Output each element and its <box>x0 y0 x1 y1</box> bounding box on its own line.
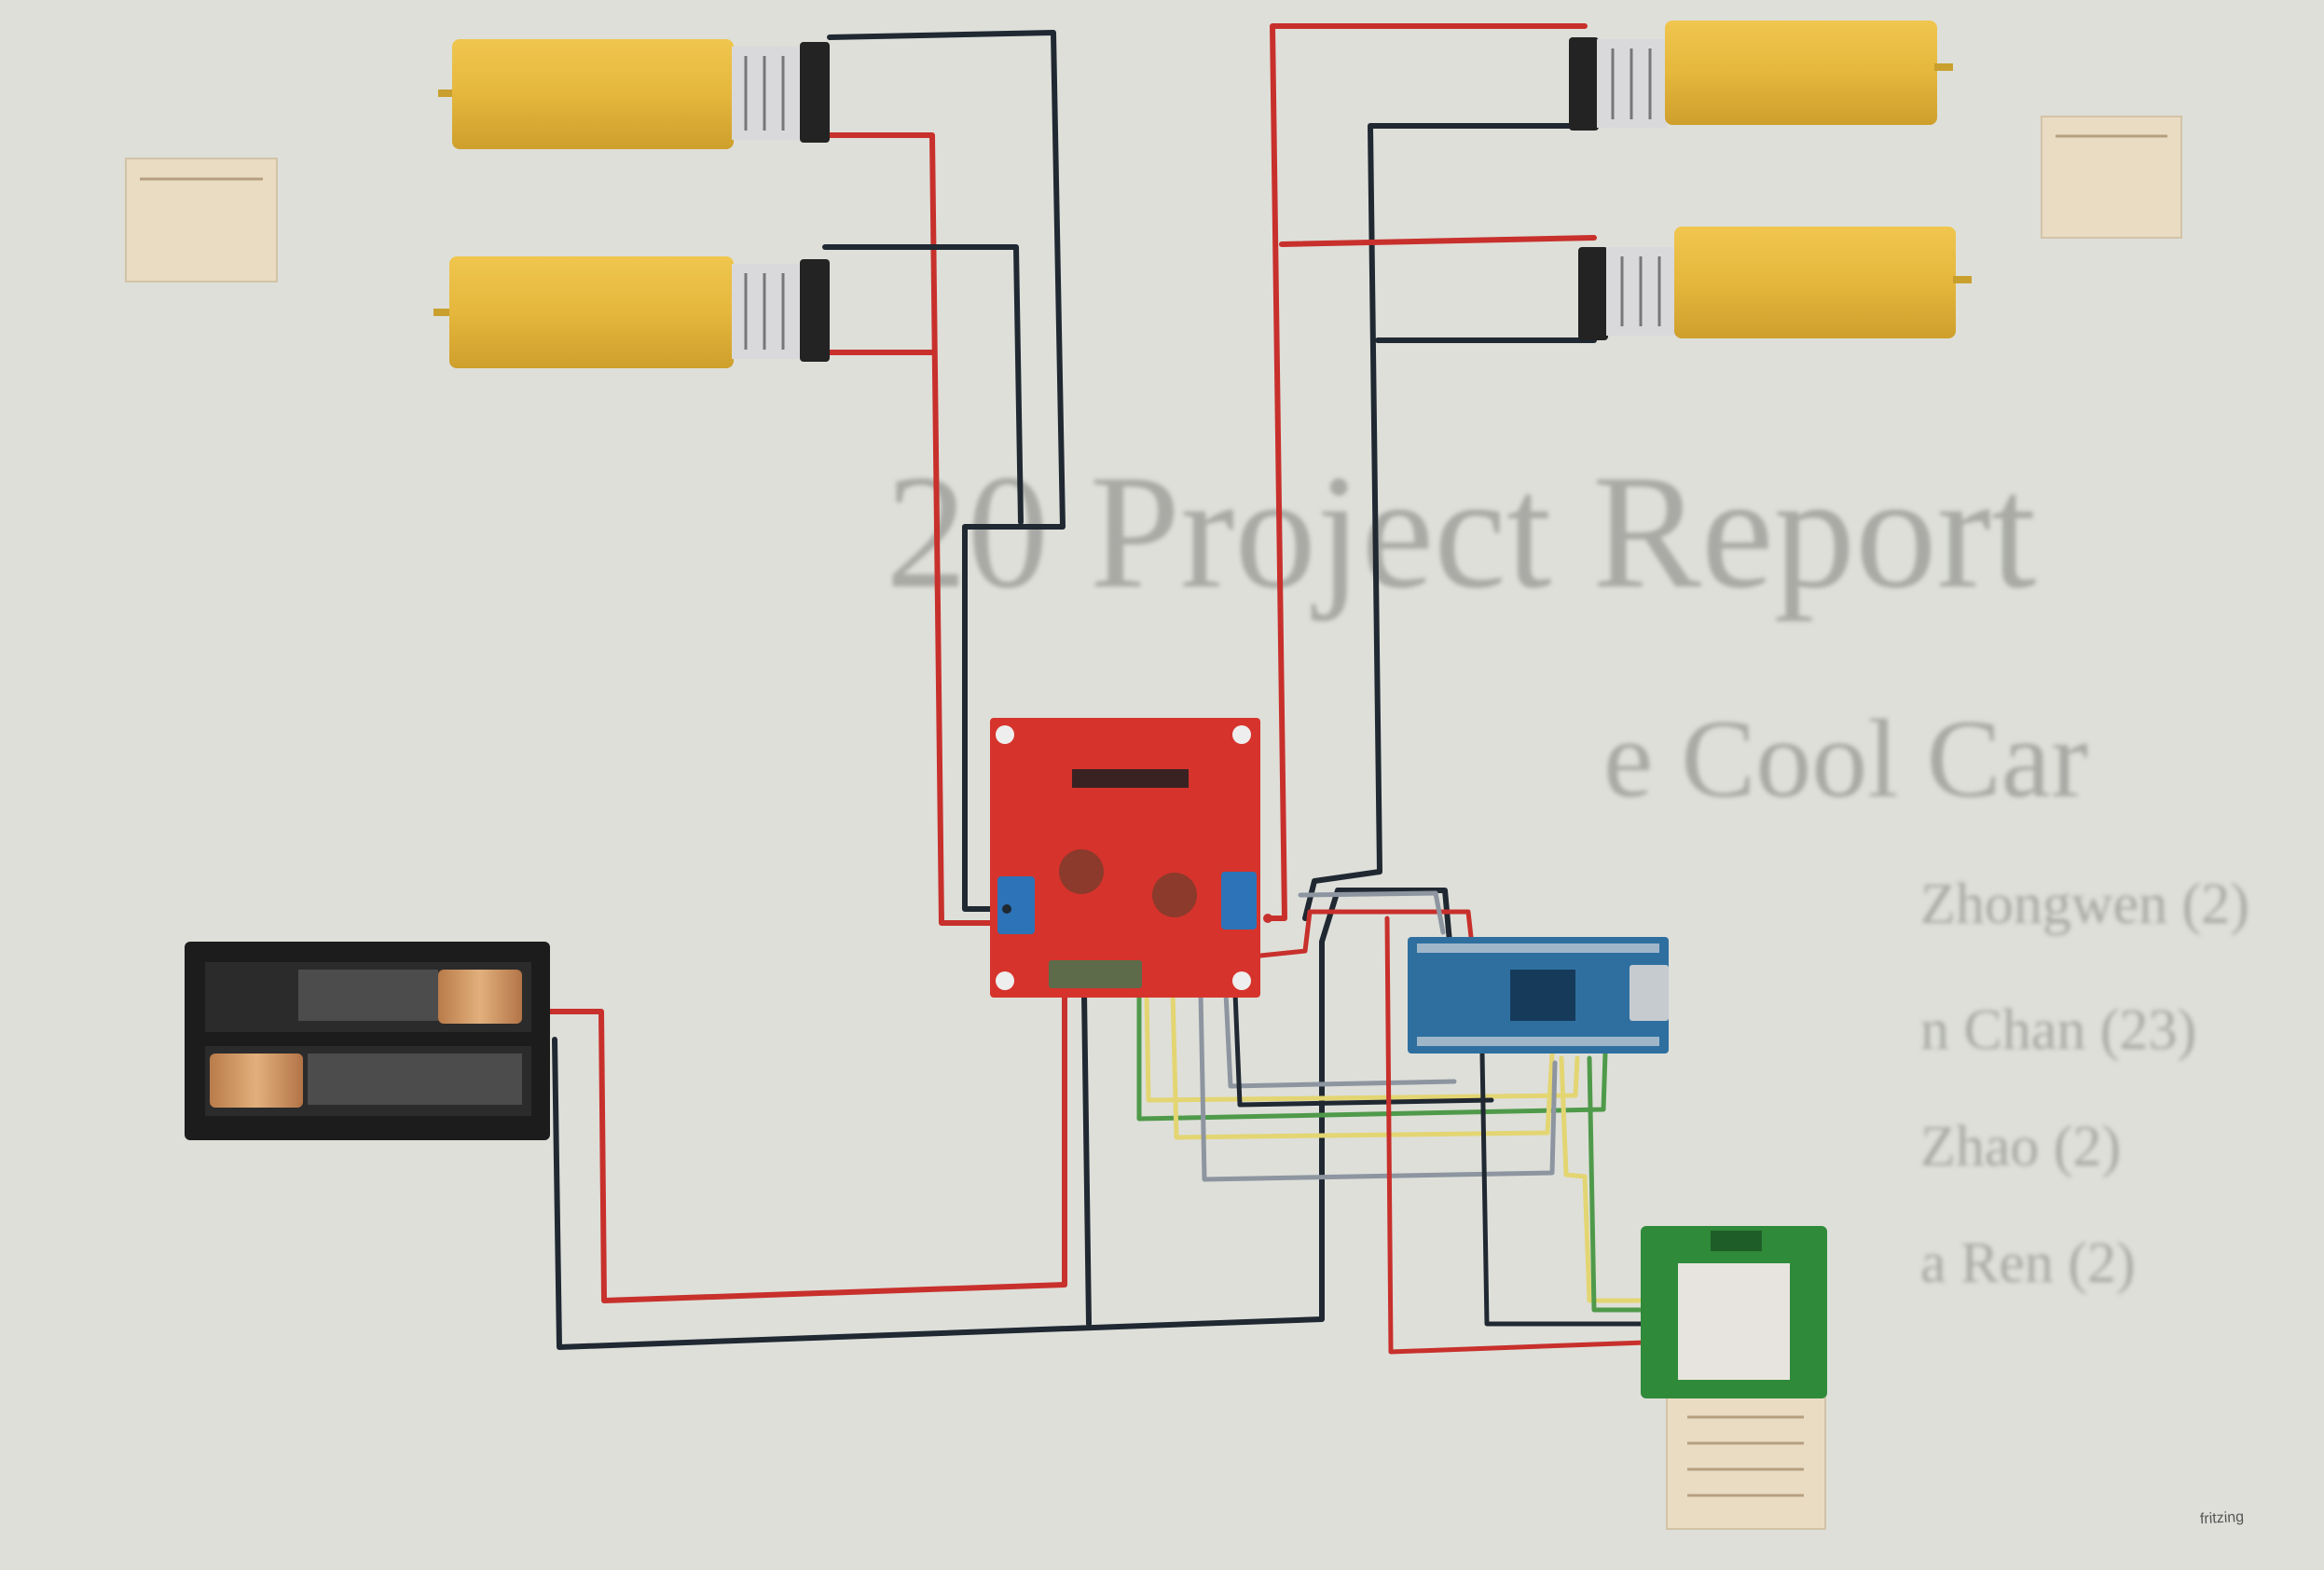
motor-driver-board <box>990 718 1260 998</box>
wire-red-motor-tl <box>818 132 1005 926</box>
battery-holder <box>185 942 550 1140</box>
wire-red-battery <box>547 995 1067 1303</box>
wire-black-driver-gnd <box>1081 990 1092 1327</box>
wire-yellow-sensor-trig <box>1559 1055 1648 1303</box>
motor-mid-left <box>433 256 830 368</box>
wire-green-sensor-echo <box>1587 1055 1648 1313</box>
background-report-line-3: Zhao (2) <box>1920 1115 2122 1178</box>
wire-black-battery <box>552 888 1452 1350</box>
sensor-note-label <box>1666 1388 1826 1530</box>
wire-gray-signal-1 <box>1298 890 1446 935</box>
wire-red-motor-tr <box>1265 23 1588 921</box>
wire-black-sensor-gnd <box>1479 1051 1648 1327</box>
wire-black-motor-tl <box>827 30 1066 912</box>
wire-green-signal-1 <box>1136 990 1608 1122</box>
wire-red-motor-mr <box>1279 235 1597 247</box>
background-report-line-4: a Ren (2) <box>1920 1232 2136 1295</box>
motor-mid-right <box>1578 227 1972 340</box>
background-report-subtitle: e Cool Car <box>1603 696 2088 820</box>
footer-mark: fritzing <box>2199 1508 2245 1528</box>
wire-red-driver-5v <box>1258 909 1474 958</box>
background-report-line-2: n Chan (23) <box>1920 998 2197 1062</box>
driver-pin-out1 <box>1002 904 1011 914</box>
ultrasonic-sensor <box>1641 1226 1827 1398</box>
wire-yellow-signal-1 <box>1144 990 1580 1103</box>
wire-red-sensor-vcc <box>1384 916 1648 1355</box>
right-note-label <box>2041 116 2182 239</box>
wire-black-motor-ml <box>822 244 1024 525</box>
motor-top-left <box>438 39 830 149</box>
arduino-nano-board <box>1408 937 1669 1054</box>
background-report-title: 20 Project Report <box>886 441 2037 622</box>
wire-gray-signal-3 <box>1198 990 1558 1182</box>
wire-black-signal <box>1232 990 1494 1108</box>
background-report-line-1: Zhongwen (2) <box>1920 873 2249 936</box>
left-note-label <box>125 158 278 282</box>
wire-yellow-signal-2 <box>1170 990 1555 1140</box>
motor-top-right <box>1569 21 1953 131</box>
driver-pin-out3 <box>1263 914 1272 923</box>
wire-gray-signal-2 <box>1223 990 1457 1089</box>
